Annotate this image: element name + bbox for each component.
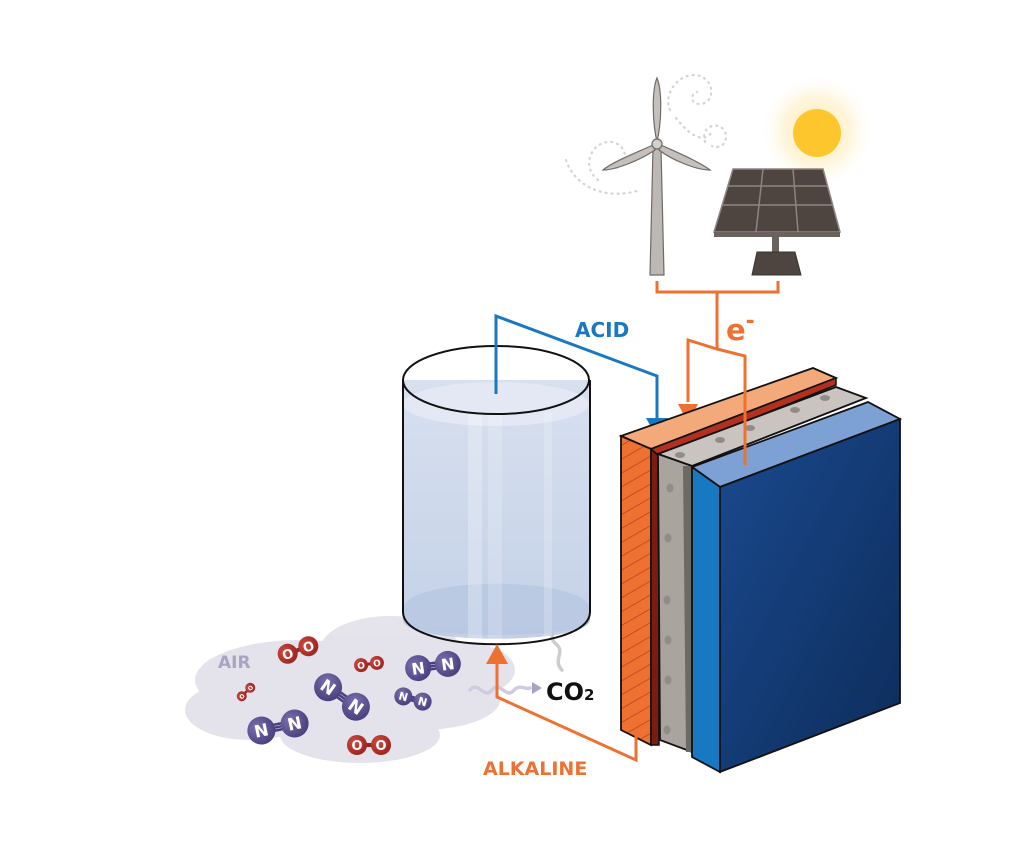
svg-text:O: O xyxy=(280,646,296,664)
tank-highlight xyxy=(544,412,552,640)
plate-orange-side xyxy=(620,434,652,747)
acid-label: ACID xyxy=(575,318,629,342)
svg-text:O: O xyxy=(238,693,247,702)
porous-dots xyxy=(663,395,830,735)
svg-text:O: O xyxy=(247,684,256,693)
wind-turbine xyxy=(601,76,712,276)
solar-panel-post xyxy=(772,237,779,257)
blue-block-face xyxy=(719,417,901,774)
turbine-blade xyxy=(652,76,662,143)
solar-panel-edge xyxy=(714,232,840,237)
svg-text:N: N xyxy=(410,658,426,679)
sun xyxy=(759,73,875,189)
blue-block-side xyxy=(691,465,721,774)
porous-layer-edge xyxy=(683,466,692,752)
alkaline-arrow-icon xyxy=(486,644,508,664)
solar-panel xyxy=(712,168,841,276)
svg-text:N: N xyxy=(416,695,428,710)
oxygen-molecule: O O xyxy=(277,636,319,664)
solar-panel-grid xyxy=(722,168,833,233)
tank-liquid-surface xyxy=(403,382,589,426)
svg-text:N: N xyxy=(253,720,271,743)
turbine-blade xyxy=(601,144,656,171)
acid-flow-line xyxy=(494,313,659,420)
sun-disc xyxy=(793,109,841,157)
solar-panel-face xyxy=(712,168,841,233)
solution-tank[interactable] xyxy=(402,345,591,646)
nitrogen-molecule: N N xyxy=(314,673,370,721)
svg-text:N: N xyxy=(397,689,409,704)
tank-highlight xyxy=(488,412,502,640)
svg-text:O: O xyxy=(373,659,382,670)
alkaline-flow-line xyxy=(495,660,638,763)
svg-text:N: N xyxy=(286,713,304,736)
co2-label: CO2 xyxy=(546,678,594,706)
co2-release-arrow-icon xyxy=(532,682,542,694)
svg-text:O: O xyxy=(301,639,317,657)
oxygen-molecule: O O xyxy=(236,682,256,702)
solar-panel-base xyxy=(751,251,802,276)
air-label: AIR xyxy=(218,653,251,673)
alkaline-label: ALKALINE xyxy=(483,758,587,780)
turbine-tower xyxy=(649,147,665,276)
oxygen-molecule: O O xyxy=(347,735,391,755)
tank-bottom-shade xyxy=(403,583,590,639)
wind-swirl-decoration xyxy=(564,73,728,195)
electron-label: e- xyxy=(726,309,755,347)
tank-highlight xyxy=(468,412,482,640)
turbine-blade xyxy=(658,144,712,171)
nitrogen-molecule: N N xyxy=(247,709,309,745)
svg-text:O: O xyxy=(375,739,386,754)
tank-outline xyxy=(402,380,591,646)
tank-body xyxy=(403,380,590,635)
svg-text:N: N xyxy=(440,654,456,675)
svg-text:O: O xyxy=(351,739,362,754)
electrochemical-cell-stack[interactable] xyxy=(618,367,903,774)
nitrogen-molecule: N N xyxy=(405,650,461,682)
svg-text:O: O xyxy=(357,661,366,672)
oxygen-molecule: O O xyxy=(354,655,384,673)
turbine-hub xyxy=(651,138,663,150)
nitrogen-molecule: N N xyxy=(394,687,432,711)
